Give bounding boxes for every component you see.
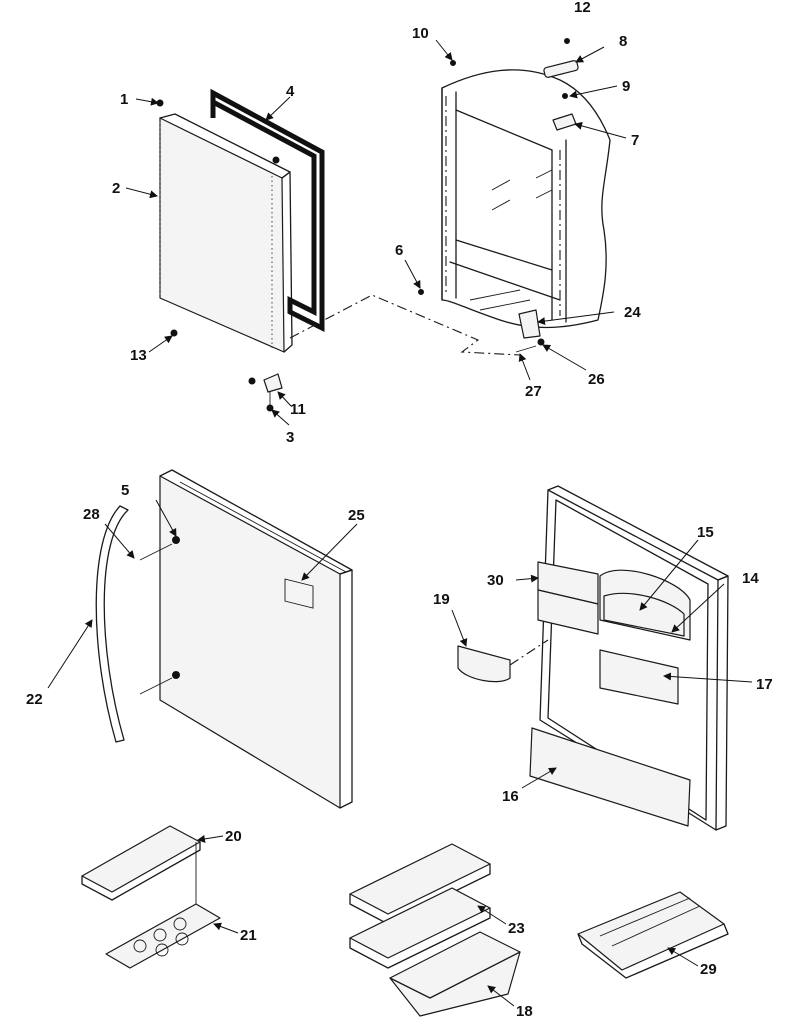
callout-12: 12 [574,0,591,16]
leader-1 [135,97,159,106]
callout-22: 22 [26,691,43,708]
callout-25: 25 [348,507,365,524]
leader-17 [663,672,753,683]
callout-19: 19 [433,591,450,608]
leader-4 [265,96,291,121]
hinge-axis-line [289,294,521,356]
callout-20: 20 [225,828,242,845]
leader-18 [487,985,515,1007]
large-door-bin [529,727,691,827]
leader-21 [213,922,239,934]
leader-14 [671,583,725,633]
screw-icon [172,671,180,679]
callout-30: 30 [487,572,504,589]
leader-16 [521,767,557,789]
leader-9 [569,85,618,99]
leader-lines [47,39,753,1007]
dairy-door [603,592,685,637]
leader-2 [125,187,158,199]
leader-10 [435,39,453,61]
leader-7 [574,121,627,139]
leader-22 [47,619,93,689]
small-door-bin [599,649,679,705]
leader-13 [148,335,173,353]
callout-15: 15 [697,524,714,541]
leader-8 [575,46,605,63]
model-label [284,578,314,609]
leader-24 [537,311,615,326]
leader-28 [104,523,135,559]
egg-tray-cover [81,825,201,893]
callout-3: 3 [286,429,294,446]
callout-16: 16 [502,788,519,805]
screw-icon [418,289,424,295]
leader-19 [451,609,468,647]
screw-icon [450,60,456,66]
callout-7: 7 [631,132,639,149]
screw-icon [537,338,545,346]
freezer-door-assembly [156,88,325,412]
screw-icon [172,536,180,544]
door-handle [95,505,129,743]
callout-26: 26 [588,371,605,388]
accessories [81,825,729,1017]
leader-23 [477,905,507,925]
callout-28: 28 [83,506,100,523]
callout-6: 6 [395,242,403,259]
leader-27 [518,353,531,381]
screw-icon [272,156,280,164]
leader-20 [197,834,224,843]
cabinet-assembly [418,38,611,353]
refrigerator-door [95,469,353,809]
top-hinge [552,113,577,131]
leader-15 [639,539,699,611]
hinge-bracket [263,373,283,393]
callout-5: 5 [121,482,129,499]
callout-1: 1 [120,91,128,108]
screw-icon [562,93,568,99]
leader-5 [155,499,177,537]
bottom-hinge [518,309,541,339]
screw-icon [170,329,178,337]
leader-6 [404,259,421,289]
leader-26 [542,344,587,371]
screw-icon [564,38,570,44]
freezer-door-gasket [210,88,325,333]
callout-23: 23 [508,920,525,937]
hinge-cover [543,60,579,78]
leader-29 [667,947,699,967]
callout-29: 29 [700,961,717,978]
egg-tray [105,903,221,969]
ice-bin [389,931,521,1017]
callout-14: 14 [742,570,759,587]
callout-24: 24 [624,304,641,321]
egg-holder [457,645,511,683]
callout-21: 21 [240,927,257,944]
callout-2: 2 [112,180,120,197]
callout-18: 18 [516,1003,533,1020]
door-liner [457,485,729,831]
callout-27: 27 [525,383,542,400]
callout-10: 10 [412,25,429,42]
callout-13: 13 [130,347,147,364]
leader-30 [515,574,539,583]
callout-17: 17 [756,676,773,693]
leader-3 [271,409,290,426]
callout-4: 4 [286,83,295,100]
callout-11: 11 [290,401,306,418]
callout-numbers: 1 2 3 4 5 6 7 8 9 10 11 12 13 14 15 16 1… [26,0,773,1020]
callout-8: 8 [619,33,627,50]
callout-9: 9 [622,78,630,95]
leader-11 [277,391,292,407]
door-bin [537,589,599,635]
screw-icon [248,377,256,385]
leader-25 [301,523,358,581]
